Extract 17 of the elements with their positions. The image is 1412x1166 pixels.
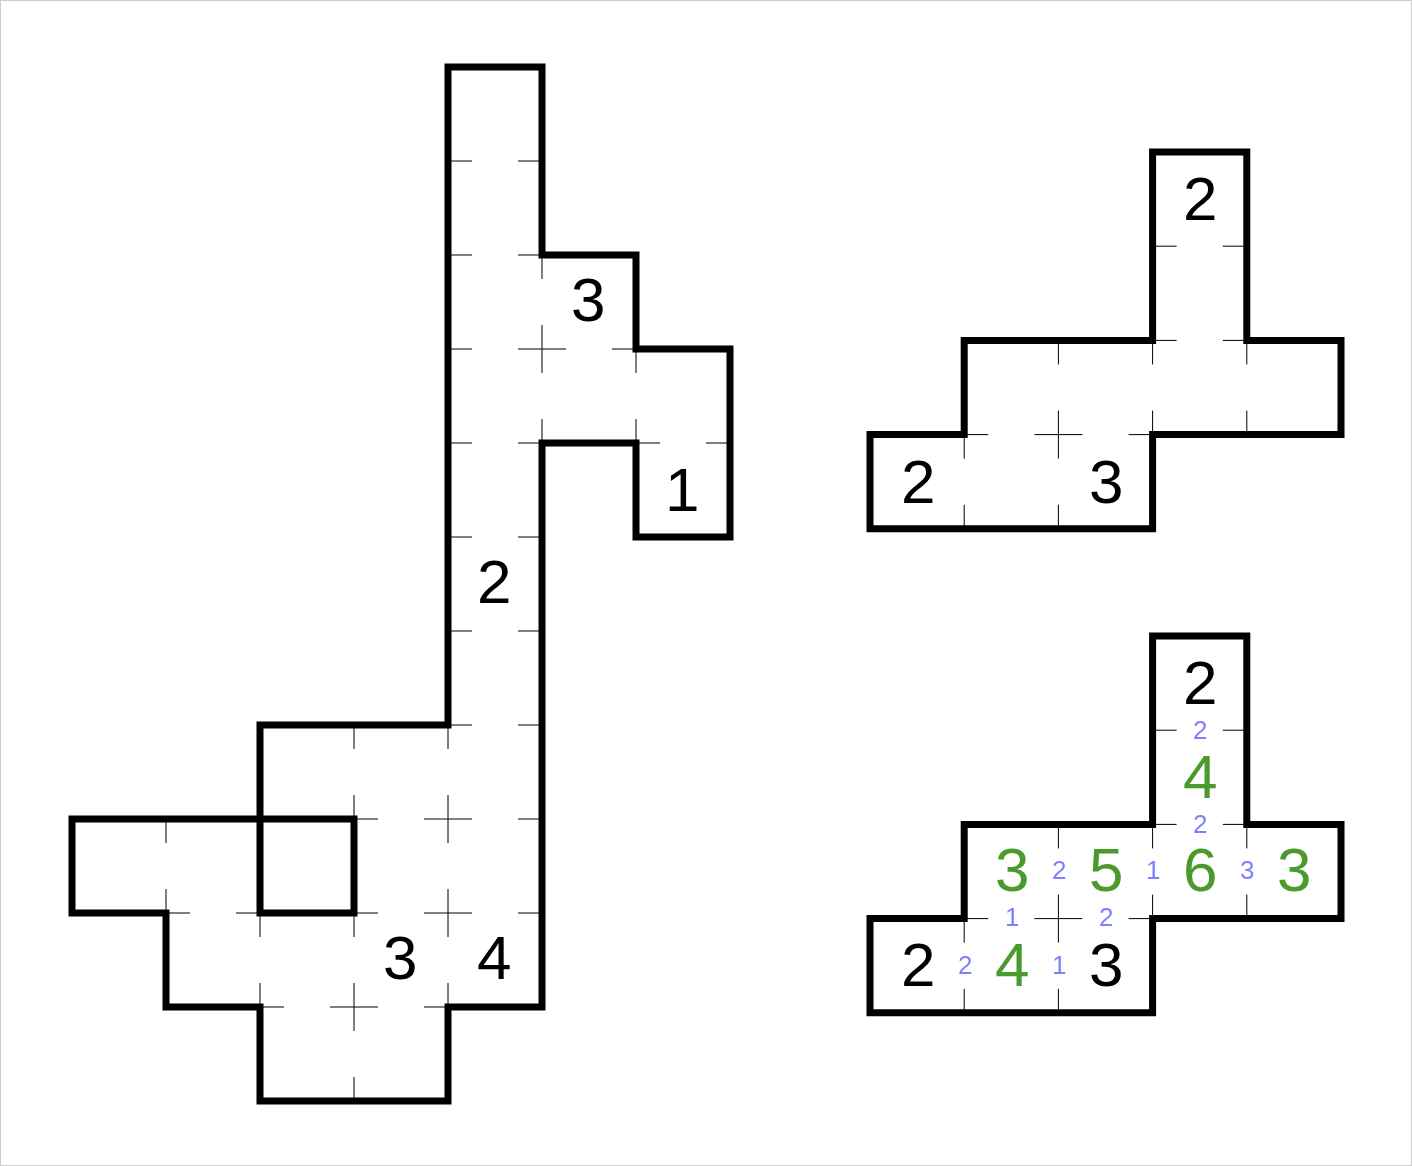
solution-number: 3 bbox=[995, 839, 1030, 901]
clue-number: 3 bbox=[571, 269, 606, 331]
solution-number: 6 bbox=[1183, 839, 1218, 901]
clue-number: 1 bbox=[665, 459, 700, 521]
clue-number: 3 bbox=[1089, 934, 1124, 996]
solution-number: 4 bbox=[995, 934, 1030, 996]
solution-number: 4 bbox=[1183, 746, 1218, 808]
clue-number: 3 bbox=[383, 927, 418, 989]
clue-number: 2 bbox=[901, 934, 936, 996]
clue-number: 2 bbox=[1183, 168, 1218, 230]
solution-number: 5 bbox=[1089, 839, 1124, 901]
solution-number: 3 bbox=[1277, 839, 1312, 901]
clue-number: 4 bbox=[477, 927, 512, 989]
clue-number: 2 bbox=[477, 551, 512, 613]
clue-number: 3 bbox=[1089, 451, 1124, 513]
clue-number: 2 bbox=[1183, 652, 1218, 714]
clue-number: 2 bbox=[901, 451, 936, 513]
